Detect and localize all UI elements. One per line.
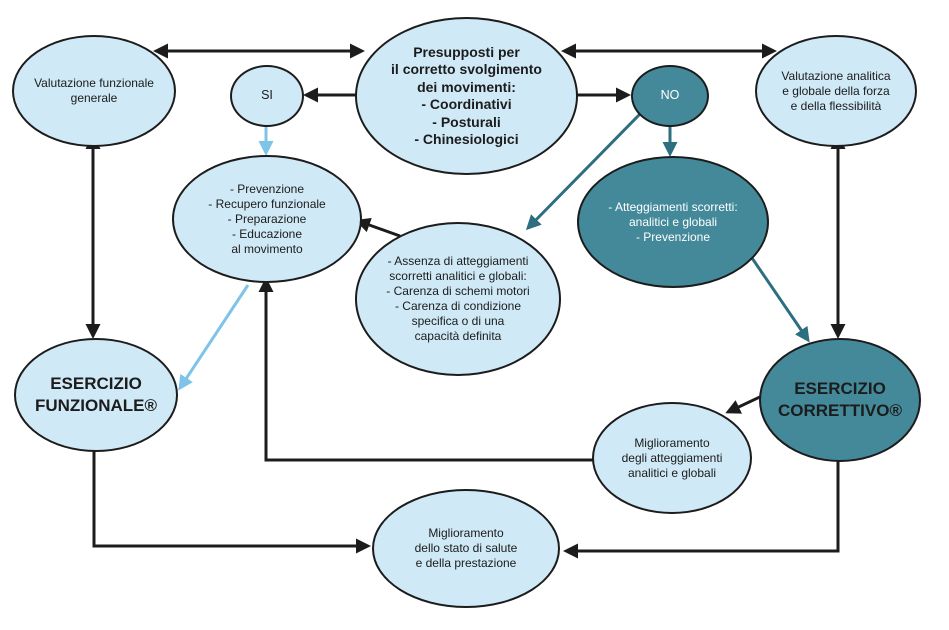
node-no: NO: [631, 65, 709, 127]
atteggiamenti-line-3: - Prevenzione: [635, 229, 711, 244]
arrow-no-assenza: [525, 112, 642, 231]
node-esercizio-correttivo: ESERCIZIO CORRETTIVO®: [759, 338, 921, 462]
miglioramento-salute-line-3: e della prestazione: [415, 556, 517, 570]
arrow-funzionale-salute: [92, 450, 371, 554]
miglioramento-atteggiamenti-line-2: degli atteggiamenti: [621, 450, 723, 465]
arrow-atteggiamenti-correttivo: [750, 257, 810, 343]
assenza-line-3: - Carenza di schemi motori: [386, 284, 530, 298]
valutazione-analitica-line-2: e globale della forza: [782, 83, 890, 98]
node-valutazione-funzionale: Valutazione funzionale generale: [12, 35, 176, 147]
esercizio-correttivo-line-1: ESERCIZIO: [794, 378, 886, 398]
prevenzione-line-1: - Prevenzione: [229, 181, 305, 196]
node-miglioramento-atteggiamenti: Miglioramento degli atteggiamenti analit…: [592, 402, 752, 514]
no-label: NO: [660, 88, 680, 103]
node-valutazione-analitica: Valutazione analitica e globale della fo…: [755, 35, 917, 147]
miglioramento-salute-line-1: Miglioramento: [428, 526, 504, 540]
esercizio-correttivo-line-2: CORRETTIVO®: [778, 401, 902, 420]
miglioramento-atteggiamenti-line-1: Miglioramento: [634, 435, 710, 450]
valutazione-funzionale-line-1: Valutazione funzionale: [34, 76, 154, 90]
node-esercizio-funzionale: ESERCIZIO FUNZIONALE®: [14, 338, 178, 452]
node-si: SI: [230, 65, 304, 127]
miglioramento-atteggiamenti-line-3: analitici e globali: [627, 465, 717, 480]
prevenzione-line-2: - Recupero funzionale: [208, 196, 326, 211]
presupposti-item-chinesiologici: - Chinesiologici: [414, 131, 519, 147]
valutazione-analitica-line-1: Valutazione analitica: [781, 68, 891, 83]
prevenzione-line-5: al movimento: [231, 241, 303, 256]
node-atteggiamenti: - Atteggiamenti scorretti: analitici e g…: [577, 156, 769, 288]
assenza-line-5: specifica o di una: [411, 314, 505, 328]
si-label: SI: [261, 88, 273, 103]
prevenzione-line-3: - Preparazione: [227, 211, 307, 226]
node-assenza: - Assenza di atteggiamenti scorretti ana…: [355, 222, 561, 376]
node-prevenzione: - Prevenzione - Recupero funzionale - Pr…: [172, 155, 362, 283]
presupposti-heading-2: il corretto svolgimento: [391, 61, 542, 77]
valutazione-analitica-line-3: e della flessibilità: [790, 98, 882, 113]
node-presupposti: Presupposti per il corretto svolgimento …: [355, 17, 578, 175]
presupposti-item-posturali: - Posturali: [432, 113, 501, 130]
presupposti-heading-1: Presupposti per: [413, 43, 520, 60]
node-miglioramento-salute: Miglioramento dello stato di salute e de…: [372, 489, 560, 608]
atteggiamenti-line-1: - Atteggiamenti scorretti:: [608, 199, 738, 214]
atteggiamenti-line-2: analitici e globali: [628, 214, 718, 229]
esercizio-funzionale-line-1: ESERCIZIO: [50, 373, 142, 393]
arrow-correttivo-salute: [563, 460, 840, 559]
arrow-correttivo-miglioramento: [725, 393, 765, 414]
assenza-line-2: scorretti analitici e globali:: [389, 269, 527, 283]
esercizio-funzionale-line-2: FUNZIONALE®: [34, 396, 158, 415]
arrow-miglioramento-prevenzione: [258, 277, 594, 462]
assenza-line-1: - Assenza di atteggiamenti: [387, 254, 529, 268]
prevenzione-line-4: - Educazione: [231, 226, 303, 241]
presupposti-heading-3: dei movimenti:: [417, 78, 516, 95]
valutazione-funzionale-line-2: generale: [70, 91, 118, 105]
assenza-line-6: capacità definita: [414, 329, 502, 343]
miglioramento-salute-line-2: dello stato di salute: [414, 541, 518, 555]
assenza-line-4: - Carenza di condizione: [394, 299, 522, 313]
presupposti-item-coordinativi: - Coordinativi: [421, 96, 512, 112]
arrow-assenza-prevenzione: [355, 217, 401, 238]
arrow-prevenzione-funzionale: [178, 284, 250, 391]
